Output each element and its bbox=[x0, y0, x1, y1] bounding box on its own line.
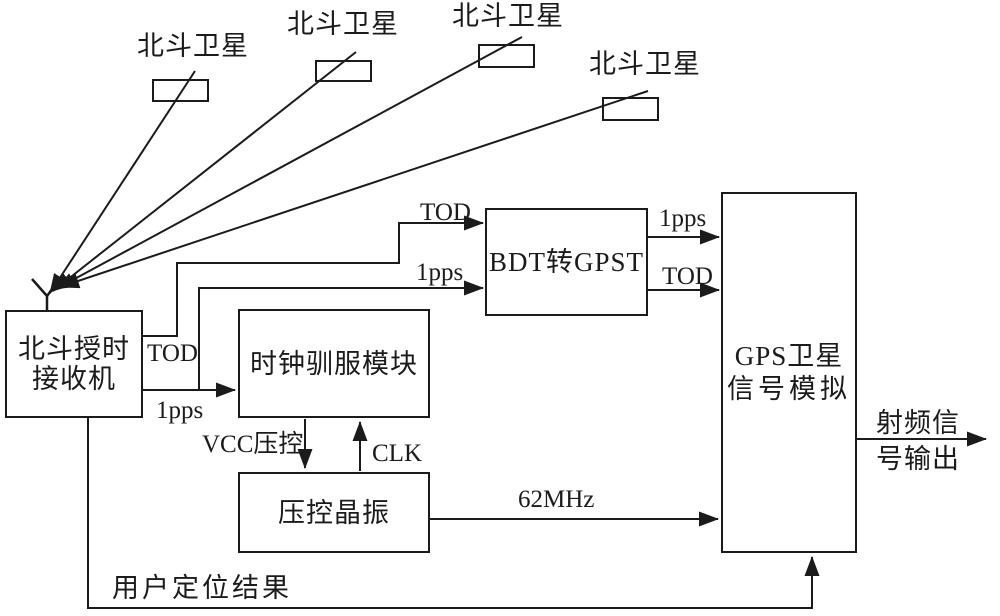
rf-output-label-line2: 号输出 bbox=[876, 444, 960, 474]
block-label: 时钟驯服模块 bbox=[250, 348, 418, 379]
pps-to-bdt-label: 1pps bbox=[416, 259, 464, 286]
beam-line-2 bbox=[52, 51, 357, 292]
satellite-label-4: 北斗卫星 bbox=[589, 49, 701, 79]
block-label: BDT转GPST bbox=[488, 247, 645, 277]
pps-receiver-label: 1pps bbox=[156, 397, 204, 424]
satellite-label-2: 北斗卫星 bbox=[287, 9, 399, 39]
tod-receiver-to-bdt-line bbox=[143, 215, 484, 337]
freq-62mhz-label: 62MHz bbox=[518, 486, 595, 513]
block-vcxo: 压控晶振 bbox=[238, 472, 430, 553]
block-gps-signal-simulator: GPS卫星 信号模拟 bbox=[721, 192, 857, 553]
antenna-icon bbox=[31, 276, 63, 311]
pps-receiver-to-bdt-line bbox=[198, 280, 484, 390]
beam-line-4 bbox=[59, 90, 649, 289]
tod-to-gps-label: TOD bbox=[662, 263, 713, 290]
satellite-icon bbox=[152, 79, 209, 102]
block-beidou-timing-receiver: 北斗授时 接收机 bbox=[5, 310, 143, 418]
pps-to-gps-label: 1pps bbox=[659, 205, 707, 232]
satellite-icons bbox=[152, 44, 659, 121]
block-label: 接收机 bbox=[32, 364, 116, 394]
satellite-icon bbox=[602, 97, 659, 121]
beam-line-1 bbox=[49, 70, 196, 294]
satellite-beams bbox=[49, 36, 649, 294]
block-label: 信号模拟 bbox=[727, 373, 851, 404]
tod-receiver-label: TOD bbox=[147, 340, 198, 367]
satellite-icon bbox=[315, 60, 372, 82]
satellite-icon bbox=[478, 44, 535, 68]
block-label: 压控晶振 bbox=[278, 497, 390, 528]
tod-to-bdt-label: TOD bbox=[420, 199, 471, 226]
user-position-result-label: 用户定位结果 bbox=[112, 573, 292, 603]
block-clock-discipline-module: 时钟驯服模块 bbox=[238, 309, 430, 418]
clk-label: CLK bbox=[372, 440, 422, 467]
rf-output-label-line1: 射频信 bbox=[876, 408, 960, 438]
satellite-label-1: 北斗卫星 bbox=[137, 31, 249, 61]
block-bdt-to-gpst: BDT转GPST bbox=[485, 208, 648, 316]
block-label: 北斗授时 bbox=[18, 334, 130, 364]
vcc-control-label: VCC压控 bbox=[202, 431, 304, 458]
beam-line-3 bbox=[55, 36, 523, 290]
connectors bbox=[87, 215, 987, 609]
satellite-label-3: 北斗卫星 bbox=[452, 1, 564, 31]
block-label: GPS卫星 bbox=[734, 340, 844, 371]
user-position-line bbox=[87, 418, 820, 609]
rf-output-label: 射频信 号输出 bbox=[876, 405, 968, 477]
